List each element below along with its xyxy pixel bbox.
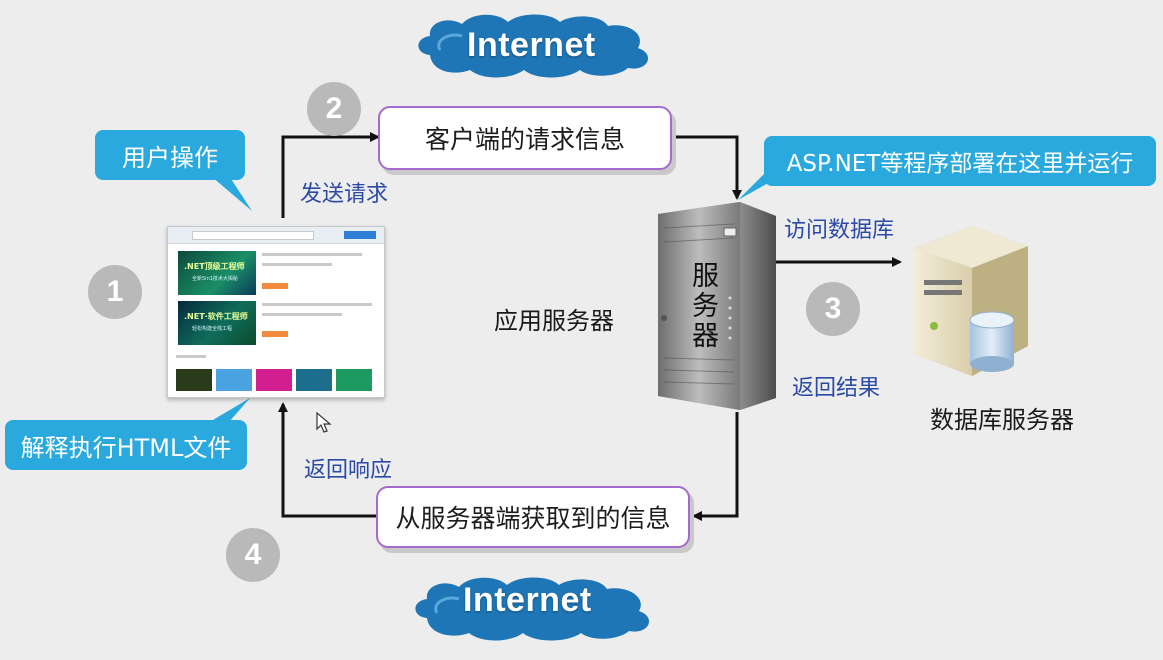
cloud-icon [418, 14, 649, 78]
cloud-icon [415, 577, 650, 641]
server-response-box: 从服务器端获取到的信息 [376, 486, 690, 548]
label-return-response: 返回响应 [304, 458, 393, 483]
database-cylinder-icon [969, 311, 1015, 372]
callout-interpret-html: 解释执行HTML文件 [5, 420, 247, 470]
callout-asp-net: ASP.NET等程序部署在这里并运行 [764, 136, 1156, 186]
course-thumbnail [216, 369, 252, 391]
callout-asp-net-text: ASP.NET等程序部署在这里并运行 [786, 151, 1134, 177]
course-banner: .NET·软件工程师 轻松构建全栈工程 [178, 301, 256, 345]
cloud-top-label: Internet [467, 26, 596, 64]
database-server-icon [914, 226, 1028, 376]
arrow-to-server [670, 135, 742, 200]
course-banner-subtitle: 全新5in1技术大揭秘 [192, 276, 238, 282]
course-thumbnail [336, 369, 372, 391]
label-return-result: 返回结果 [792, 376, 881, 401]
course-banner: .NET顶级工程师 全新5in1技术大揭秘 [178, 251, 256, 295]
browser-toolbar [168, 227, 384, 244]
server-label: 服 务 器 [692, 262, 719, 352]
cloud-bottom-label: Internet [463, 581, 592, 619]
arrow-server-response [692, 412, 739, 521]
course-thumbnail [296, 369, 332, 391]
label-application-server: 应用服务器 [494, 307, 614, 335]
server-label-char: 服 [692, 261, 719, 292]
callout-interpret-html-text: 解释执行HTML文件 [20, 433, 232, 462]
step-badge: 2 [307, 82, 361, 136]
server-response-text: 从服务器端获取到的信息 [395, 504, 671, 533]
server-label-char: 器 [692, 321, 719, 352]
label-send-request: 发送请求 [300, 182, 389, 207]
server-tower-icon [658, 202, 776, 410]
label-database-server: 数据库服务器 [930, 406, 1074, 434]
arrow-return-response [278, 402, 376, 518]
browser-header-button [344, 231, 376, 239]
client-request-text: 客户端的请求信息 [424, 125, 625, 154]
course-banner-title: .NET·软件工程师 [184, 312, 248, 321]
step-badge: 4 [226, 528, 280, 582]
course-thumbnail [176, 369, 212, 391]
label-access-database: 访问数据库 [784, 218, 895, 243]
browser-address-bar [192, 231, 314, 240]
browser-window-thumbnail: .NET顶级工程师 全新5in1技术大揭秘 .NET·软件工程师 轻松构建全栈工… [167, 226, 385, 398]
step-badge: 1 [88, 265, 142, 319]
callout-user-operation: 用户操作 [95, 130, 245, 180]
callout-user-operation-text: 用户操作 [122, 143, 218, 172]
server-label-char: 务 [692, 291, 719, 322]
arrow-send-request [281, 132, 380, 218]
course-thumbnail [256, 369, 292, 391]
course-banner-title: .NET顶级工程师 [184, 262, 245, 271]
mouse-cursor-icon [316, 412, 332, 433]
course-banner-subtitle: 轻松构建全栈工程 [192, 326, 233, 332]
client-request-box: 客户端的请求信息 [378, 106, 672, 170]
step-badge: 3 [806, 282, 860, 336]
